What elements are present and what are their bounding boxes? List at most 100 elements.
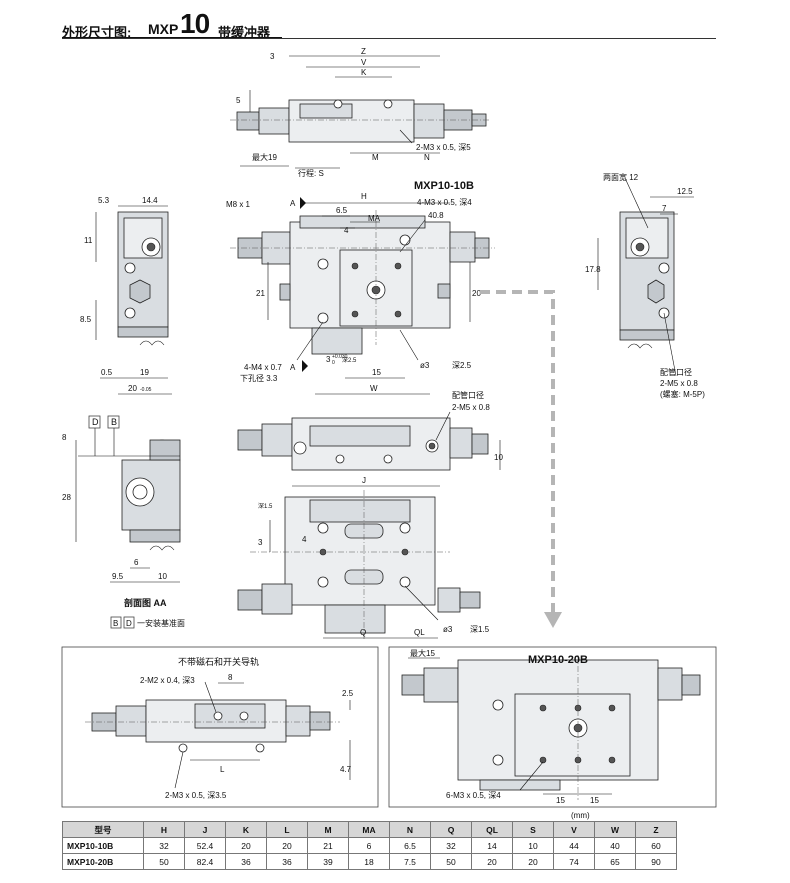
mxp20-panel-frame: [388, 646, 717, 808]
label-4-bottom: 4: [302, 535, 307, 544]
label-11: 11: [84, 236, 93, 245]
cell-ma: 18: [348, 853, 390, 870]
bottom-hole-1: [317, 522, 329, 534]
label-k: K: [361, 68, 367, 77]
header-suffix: 带缓冲器: [218, 25, 271, 40]
bottom-view: 深1.5 3 4 Q QL ø3 深1.5: [237, 490, 490, 640]
th-n: N: [389, 821, 431, 838]
leader-tap: [399, 129, 413, 144]
label-15: 15: [372, 368, 381, 377]
label-5-3: 5.3: [98, 196, 110, 205]
section-rail-profile: [149, 545, 175, 551]
top-view-hole-1: [333, 99, 343, 109]
bottom-hole-3: [317, 576, 329, 588]
table-row: MXP10-10B 32 52.4 20 20 21 6 6.5 32 14 1…: [62, 837, 677, 854]
right-end-port-inner: [635, 242, 645, 252]
table-row: MXP10-20B 50 82.4 36 36 39 18 7.5 50 20 …: [62, 853, 677, 870]
label-n: N: [424, 153, 430, 162]
header-model: MXP: [148, 21, 179, 37]
mxp20-panel-title: MXP10-20B: [528, 654, 588, 666]
cell-w: 65: [594, 853, 636, 870]
side-hole-2: [383, 454, 393, 464]
label-depth-2-5: 深2.5: [342, 356, 357, 364]
label-3: 3: [326, 355, 331, 364]
section-d-label: D: [92, 417, 99, 427]
mxp20-hole-4: [539, 756, 547, 764]
label-port: 配管口径: [660, 367, 692, 377]
table-header-row: 型号 H J K L M MA N Q QL S V W Z: [62, 821, 677, 838]
cell-s: 10: [512, 837, 554, 854]
label-12-5: 12.5: [677, 187, 693, 196]
right-end-rail: [619, 329, 675, 341]
label-a-bottom: A: [290, 363, 296, 372]
th-m: M: [307, 821, 349, 838]
reference-arrow: [480, 290, 562, 628]
cell-q: 32: [430, 837, 472, 854]
label-7: 7: [662, 204, 667, 213]
section-view-title: 剖面图 AA: [124, 597, 167, 608]
main-body-hole-3: [399, 234, 411, 246]
reference-arrow-head: [544, 612, 562, 628]
leader-port: [663, 312, 677, 377]
mxp20-body-hole-2: [492, 754, 504, 766]
nm-hole-3: [178, 743, 188, 753]
side-port-right-inner: [428, 442, 436, 450]
mxp20-hole-3: [608, 704, 616, 712]
label-lower-hole: 下孔径 3.3: [240, 373, 278, 383]
th-z: Z: [635, 821, 677, 838]
nm-table: [194, 703, 266, 729]
label-top-tap: 2-M3 x 0.5, 深5: [416, 143, 471, 152]
main-end-right: [449, 231, 476, 263]
label-ql: QL: [414, 628, 425, 637]
no-magnet-panel-title: 不带磁石和开关导轨: [178, 656, 259, 667]
mxp20-end-left: [423, 667, 459, 703]
label-21: 21: [256, 289, 265, 298]
cell-q: 50: [430, 853, 472, 870]
cell-ma: 6: [348, 837, 390, 854]
label-h: H: [361, 192, 367, 201]
main-side-stopper: [279, 283, 291, 301]
leader-nm-tap1: [204, 681, 217, 713]
label-40-8: 40.8: [428, 211, 444, 220]
section-note: 一安装基准面: [137, 618, 185, 628]
main-view-title: MXP10-10B: [414, 180, 474, 192]
main-arrow-a-bottom: [302, 360, 308, 372]
right-end-view: 两面宽 12 12.5 7 17.8 配管口径 2-M5 x 0.8 (螺塞: …: [585, 172, 705, 399]
leader-both-faces: [624, 177, 649, 229]
label-depth-1-5: 深1.5: [258, 502, 273, 510]
label-3-bottom: 3: [258, 538, 263, 547]
top-view-table-slot: [299, 103, 353, 119]
mxp20-lower-base: [479, 779, 561, 791]
label-20-right: 20: [472, 289, 481, 298]
leader-nm-tap2: [174, 751, 184, 789]
label-6: 6: [134, 558, 139, 567]
main-body-hole-1: [317, 258, 329, 270]
label-tol-zero: 0: [332, 360, 335, 366]
label-nm-tap1: 2-M2 x 0.4, 深3: [140, 676, 195, 685]
label-5: 5: [236, 96, 241, 105]
nm-hole-4: [255, 743, 265, 753]
bottom-rod-left: [237, 589, 263, 611]
left-end-view: 5.3 14.4 11 8.5 0.5 19 20 -0.05: [80, 196, 172, 395]
nm-rod-right: [309, 711, 331, 731]
bottom-hole-4: [399, 576, 411, 588]
bottom-end-right: [437, 587, 461, 613]
label-8: 8: [62, 433, 67, 442]
label-10: 10: [494, 453, 503, 462]
mxp20-body-hole-1: [492, 699, 504, 711]
main-arrow-a-top: [300, 197, 306, 209]
th-l: L: [266, 821, 308, 838]
th-ql: QL: [471, 821, 513, 838]
header-rule: [62, 38, 716, 39]
leader-phi3: [399, 329, 419, 361]
top-view-end-left: [258, 107, 290, 135]
no-magnet-panel-frame: [61, 646, 379, 808]
mxp20-end-right: [657, 667, 683, 701]
label-j: J: [362, 476, 366, 485]
th-h: H: [143, 821, 185, 838]
label-0-5: 0.5: [101, 368, 113, 377]
section-b-box: [107, 415, 120, 429]
th-ma: MA: [348, 821, 390, 838]
label-nm-tap2: 2-M3 x 0.5, 深3.5: [165, 791, 227, 800]
note-d-box: [123, 616, 135, 629]
